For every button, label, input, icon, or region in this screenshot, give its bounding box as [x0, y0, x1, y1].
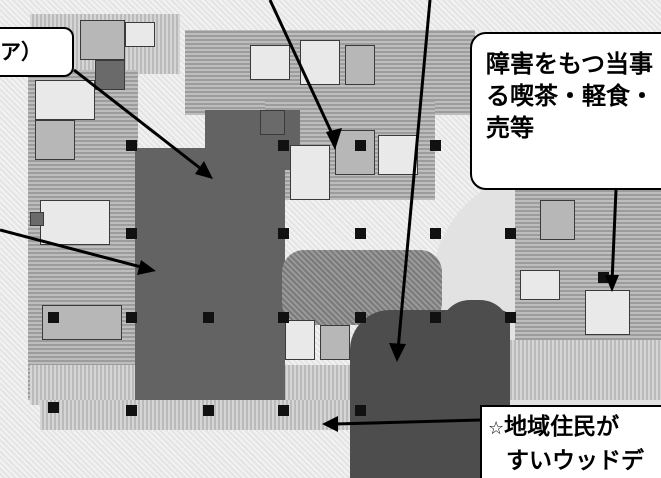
- column: [598, 272, 609, 283]
- room: [80, 20, 125, 60]
- column: [505, 312, 516, 323]
- room: [520, 270, 560, 300]
- room: [290, 145, 330, 200]
- callout-text: ア）: [0, 40, 42, 64]
- star-icon: ☆: [488, 418, 505, 439]
- callout-line: 障害をもつ当事: [486, 50, 654, 78]
- column: [355, 312, 366, 323]
- room: [40, 200, 110, 245]
- column: [126, 405, 137, 416]
- column: [203, 312, 214, 323]
- room: [345, 45, 375, 85]
- callout-line: ☆地域住民が: [488, 411, 661, 445]
- room: [320, 325, 350, 360]
- column: [278, 312, 289, 323]
- column: [48, 402, 59, 413]
- column: [355, 140, 366, 151]
- column: [126, 140, 137, 151]
- room: [260, 110, 285, 135]
- callout-line: 売等: [486, 114, 534, 142]
- column: [278, 405, 289, 416]
- column: [278, 140, 289, 151]
- deck-extension: [440, 300, 510, 360]
- callout-top-left: ア）: [0, 27, 74, 77]
- room: [540, 200, 575, 240]
- column: [126, 312, 137, 323]
- room: [585, 290, 630, 335]
- column: [355, 228, 366, 239]
- column: [430, 228, 441, 239]
- column: [203, 405, 214, 416]
- callout-text: 地域住民が: [504, 414, 620, 440]
- callout-bottom-right: ☆地域住民が すいウッドデ: [480, 405, 661, 478]
- central-plaza: [135, 148, 285, 400]
- room: [300, 40, 340, 85]
- room: [285, 320, 315, 360]
- room: [30, 212, 44, 226]
- column: [278, 228, 289, 239]
- room: [35, 80, 95, 120]
- column: [430, 312, 441, 323]
- room: [335, 130, 375, 175]
- room: [125, 22, 155, 47]
- column: [48, 312, 59, 323]
- room: [250, 45, 290, 80]
- southeast-area: [500, 340, 661, 400]
- column: [430, 140, 441, 151]
- callout-top-right: 障害をもつ当事 る喫茶・軽食・ 売等: [470, 32, 661, 190]
- column: [505, 228, 516, 239]
- room: [95, 60, 125, 90]
- room: [35, 120, 75, 160]
- column: [355, 405, 366, 416]
- room: [378, 135, 418, 175]
- callout-line: る喫茶・軽食・: [486, 82, 654, 110]
- column: [126, 228, 137, 239]
- callout-line: すいウッドデ: [506, 448, 644, 474]
